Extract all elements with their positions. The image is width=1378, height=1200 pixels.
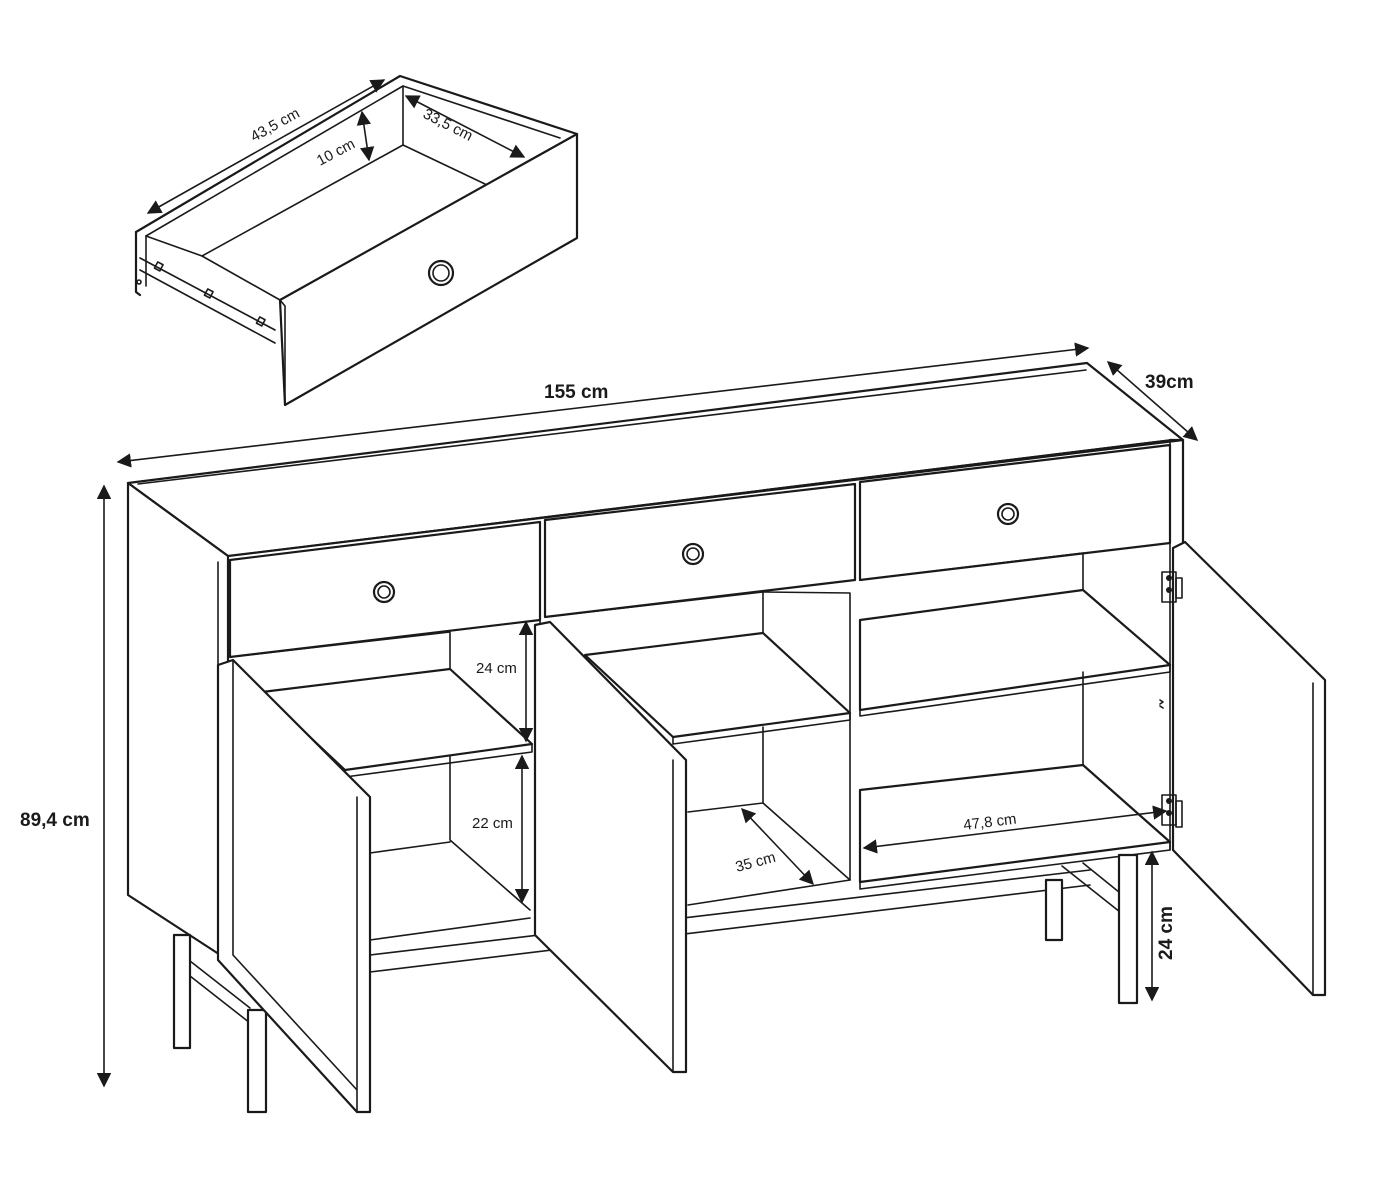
drawer-bottom-side xyxy=(145,235,281,301)
drawer-3-knob xyxy=(996,502,1020,526)
dim-shelf-depth-label: 35 cm xyxy=(734,849,778,876)
hinge-bottom-screw-2 xyxy=(1166,810,1172,816)
hinge-top-screw-2 xyxy=(1166,587,1172,593)
left-lower-shelf xyxy=(369,841,531,941)
dim-compartment-width-label: 47,8 cm xyxy=(962,811,1017,834)
runner-screw xyxy=(136,279,142,285)
leg-front-right xyxy=(1117,853,1139,1005)
right-upper-shelf-edge xyxy=(859,664,1171,717)
leg-front-left xyxy=(246,1008,268,1114)
leg-back-left xyxy=(172,933,192,1050)
drawer-1-knob xyxy=(372,580,396,604)
dim-drawer-inner-width-label: 33,5 cm xyxy=(420,105,475,144)
runner-slot-1 xyxy=(153,261,164,272)
dim-compartment-width-line xyxy=(862,805,1168,854)
divider-2 xyxy=(762,591,851,881)
dim-total-depth-label: 39cm xyxy=(1145,372,1194,393)
drawer-3-knob-inner xyxy=(1001,507,1015,521)
dim-drawer-depth-line xyxy=(146,79,386,214)
hinge-top-screw-1 xyxy=(1166,575,1172,581)
drawer-1-knob-inner xyxy=(377,585,391,599)
front-stretcher xyxy=(369,869,1091,973)
dim-shelf-depth-line xyxy=(741,807,814,886)
dimensions: 155 cm 39cm 89,4 cm 24 cm 22 cm 35 cm 47… xyxy=(20,342,1199,1088)
drawer-2-knob xyxy=(681,542,705,566)
sideboard xyxy=(126,361,1327,1114)
left-side-panel xyxy=(126,481,230,962)
dim-drawer-height-label: 10 cm xyxy=(314,135,358,169)
dim-total-depth-line xyxy=(1106,361,1199,441)
door-right xyxy=(1171,540,1327,997)
dim-lower-shelf-label: 22 cm xyxy=(472,815,513,832)
runner-slot-2 xyxy=(203,288,214,299)
dim-total-width-label: 155 cm xyxy=(544,382,608,403)
right-upper-shelf xyxy=(858,588,1172,712)
hinge-top-arm xyxy=(1175,577,1183,599)
shelf-pin-mark xyxy=(1159,699,1164,709)
leg-back-right xyxy=(1044,878,1064,942)
mid-lower-shelf xyxy=(687,726,851,906)
hinge-bottom-screw-1 xyxy=(1166,798,1172,804)
dim-upper-shelf-label: 24 cm xyxy=(476,660,517,677)
door-middle xyxy=(533,620,688,1074)
runner-slot-3 xyxy=(255,316,266,327)
dim-total-width-line xyxy=(116,342,1090,468)
drawer-knob-inner xyxy=(432,264,450,282)
door-left-edge xyxy=(232,659,358,1113)
drawer-knob xyxy=(427,259,455,287)
hinge-bottom-arm xyxy=(1175,800,1183,828)
drawer-2-front xyxy=(543,482,857,619)
right-bottom-edge xyxy=(859,841,1171,890)
dim-drawer-inner-width-line xyxy=(404,95,526,158)
dim-drawer-height-line xyxy=(356,110,375,162)
drawer-detail: 43,5 cm 33,5 cm 10 cm xyxy=(134,74,579,407)
hinge-top xyxy=(1161,571,1183,603)
drawer-2-knob-inner xyxy=(686,547,700,561)
dim-leg-height-label: 24 cm xyxy=(1156,906,1177,960)
dim-total-height-label: 89,4 cm xyxy=(20,810,90,831)
drawer-runner xyxy=(139,257,276,344)
drawer-side-left xyxy=(134,230,142,297)
